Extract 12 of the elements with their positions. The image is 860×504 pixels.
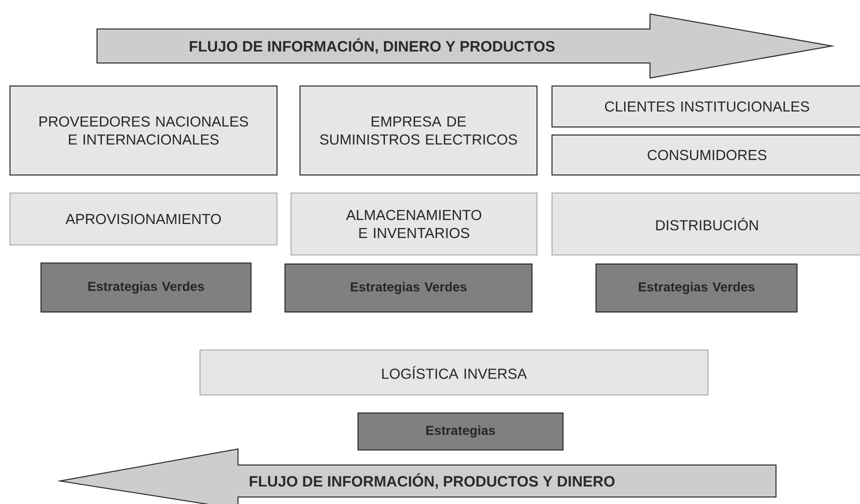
strategy-box: Estrategias Verdes [40, 262, 252, 312]
strategy-box: Estrategias [358, 412, 564, 450]
actor-box: CONSUMIDORES [552, 134, 860, 176]
actor-box: EMPRESA DE SUMINISTROS ELECTRICOS [300, 86, 538, 176]
process-box: APROVISIONAMIENTO [10, 192, 278, 246]
process-box: DISTRIBUCIÓN [552, 192, 860, 256]
process-box: ALMACENAMIENTO E INVENTARIOS [290, 192, 538, 256]
actor-box: CLIENTES INSTITUCIONALES [552, 86, 860, 128]
strategy-box: Estrategias Verdes [596, 264, 798, 312]
actor-box: PROVEEDORES NACIONALES E INTERNACIONALES [10, 86, 278, 176]
strategy-box: Estrategias Verdes [284, 264, 532, 312]
process-box: LOGÍSTICA INVERSA [200, 350, 708, 396]
